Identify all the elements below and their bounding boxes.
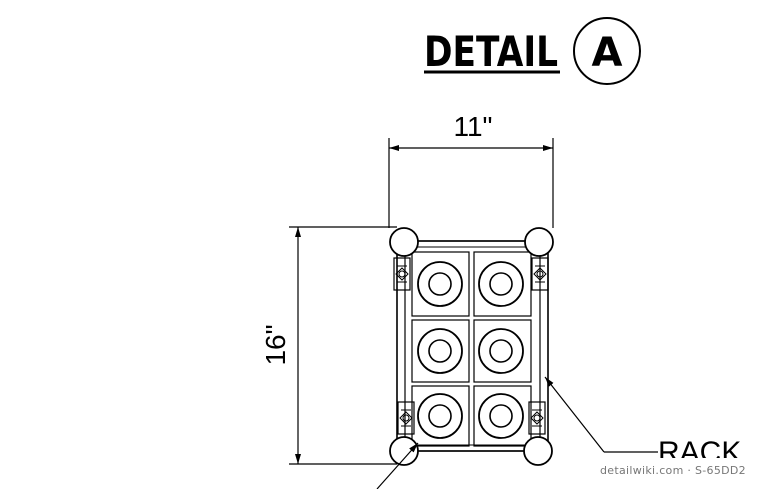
watermark-background [594, 458, 760, 480]
post-callout [376, 442, 419, 490]
rack-outer-frame [396, 240, 549, 452]
cylinder [478, 393, 524, 439]
bracket-top-right [531, 257, 549, 291]
width-dimension-text: 11" [453, 111, 492, 142]
cylinder [478, 261, 524, 307]
cylinder [417, 261, 463, 307]
cylinder [417, 328, 463, 374]
rack-brackets [393, 257, 549, 435]
rack-cell [473, 319, 532, 383]
detail-title-label: DETAIL [424, 27, 558, 76]
height-dimension-text: 16" [260, 324, 291, 365]
rack-leader-line [544, 376, 605, 453]
rack-callout: RACK [544, 376, 741, 469]
rack-cell [473, 251, 532, 317]
cylinder [417, 393, 463, 439]
rack-cell [411, 385, 470, 447]
detail-marker-circle [573, 17, 641, 85]
rack-cell [473, 385, 532, 447]
width-dimension: 11" [388, 111, 554, 228]
detail-marker-letter: A [592, 30, 623, 76]
rack-cells [411, 251, 532, 447]
detail-title: DETAIL A [424, 17, 641, 85]
bracket-bottom-right [528, 401, 546, 435]
corner-post [523, 436, 553, 466]
corner-post [389, 436, 419, 466]
rack-inner-frame [404, 240, 541, 452]
post-leader-line [376, 442, 419, 490]
cylinder [478, 328, 524, 374]
bracket-top-left [393, 257, 411, 291]
corner-post [524, 227, 554, 257]
corner-post [389, 227, 419, 257]
bracket-bottom-left [397, 401, 415, 435]
rack-cell [411, 319, 470, 383]
watermark-text: detailwiki.com · S-65DD2 [600, 464, 746, 477]
rack [389, 227, 554, 466]
rack-cylinders [417, 261, 524, 439]
height-dimension: 16" [260, 226, 397, 465]
rack-cell [411, 251, 470, 317]
